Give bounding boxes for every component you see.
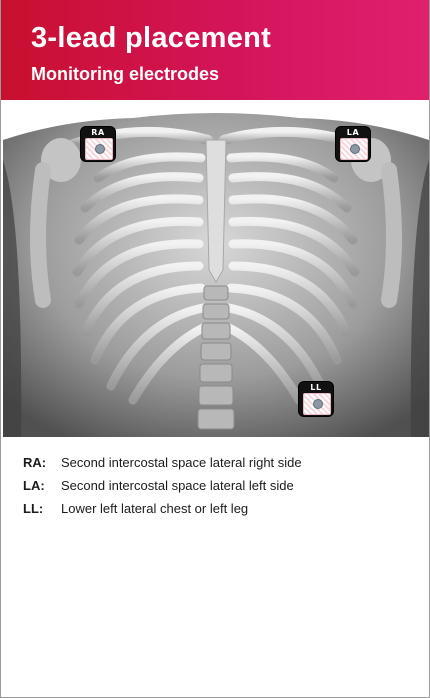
legend-row-ra: RA:Second intercostal space lateral righ…	[23, 455, 413, 478]
page-subtitle: Monitoring electrodes	[31, 64, 219, 85]
electrode-la: LA	[335, 126, 371, 162]
legend-text: Second intercostal space lateral right s…	[61, 455, 302, 470]
electrode-ra: RA	[80, 126, 116, 162]
legend-key: LL:	[23, 501, 61, 516]
legend-key: RA:	[23, 455, 61, 470]
legend-key: LA:	[23, 478, 61, 493]
chest-illustration: RA LA LL	[3, 100, 429, 437]
legend-row-ll: LL:Lower left lateral chest or left leg	[23, 501, 413, 524]
electrode-pad-icon	[303, 393, 331, 415]
electrode-ll: LL	[298, 381, 334, 417]
page-title: 3-lead placement	[31, 22, 271, 55]
placement-legend: RA:Second intercostal space lateral righ…	[23, 455, 413, 524]
electrode-pad-icon	[85, 138, 113, 160]
electrode-la-label: LA	[336, 128, 370, 137]
electrode-ra-label: RA	[81, 128, 115, 137]
legend-text: Second intercostal space lateral left si…	[61, 478, 294, 493]
header-banner: 3-lead placement Monitoring electrodes	[1, 0, 430, 100]
electrode-pad-icon	[340, 138, 368, 160]
legend-text: Lower left lateral chest or left leg	[61, 501, 248, 516]
legend-row-la: LA:Second intercostal space lateral left…	[23, 478, 413, 501]
electrode-ll-label: LL	[299, 383, 333, 392]
